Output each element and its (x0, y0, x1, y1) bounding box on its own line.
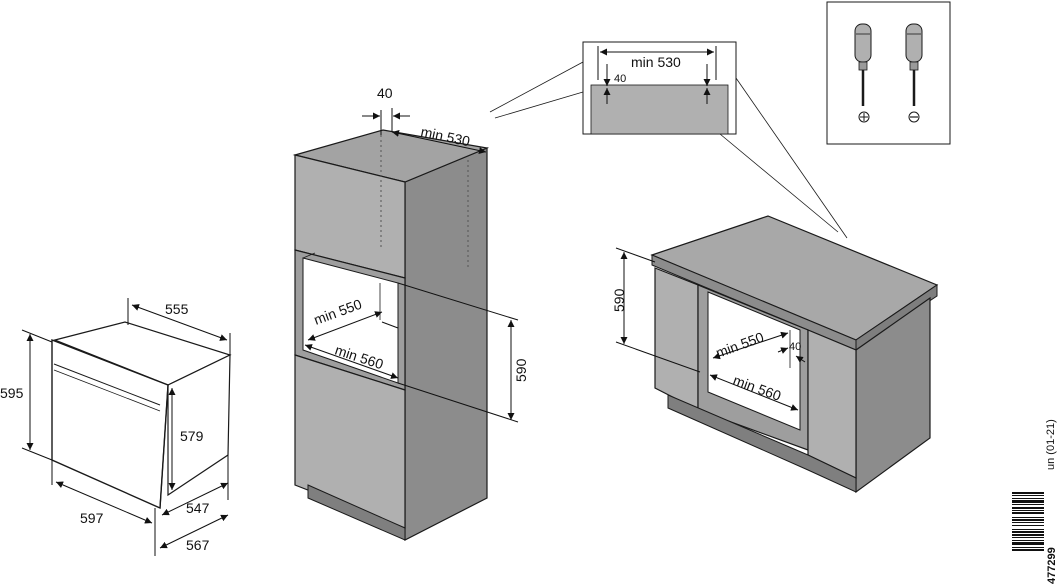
oven-control-strip (53, 363, 161, 406)
barcode-bar (1012, 507, 1044, 509)
dim-front-width: 597 (80, 510, 104, 526)
tall-cabinet (292, 129, 490, 541)
barcode-bar (1012, 522, 1044, 523)
barcode-bar (1012, 549, 1044, 551)
barcode-bar (1012, 537, 1044, 538)
barcode-bar (1012, 519, 1044, 521)
dim-body-depth: 547 (186, 500, 210, 516)
barcode-bar (1012, 500, 1044, 503)
base-cabinet-left-door (654, 267, 699, 411)
dim-base-gap: 40 (789, 341, 801, 353)
flat-screwdriver-icon (905, 23, 923, 123)
barcode-bar (1012, 525, 1044, 526)
dim-door-height: 579 (180, 428, 204, 444)
base-cabinet-plinth (667, 394, 857, 493)
tools-box (826, 1, 951, 145)
barcode-bar (1012, 531, 1044, 533)
barcode-bar (1012, 517, 1044, 518)
barcode-bar (1012, 498, 1044, 499)
dim-appliance-width: 555 (165, 301, 189, 317)
dim-vent-gap: 40 (377, 85, 393, 101)
barcode-bar (1012, 492, 1044, 494)
barcode-bar (1012, 547, 1044, 548)
base-cabinet-right-door (807, 329, 857, 479)
dim-appliance-height: 595 (0, 385, 24, 401)
barcode (1012, 492, 1044, 551)
dim-niche-height: 590 (513, 358, 529, 382)
doc-code: un (01-21) (1045, 419, 1057, 470)
barcode-bar (1012, 529, 1044, 530)
barcode-bar (1012, 504, 1044, 505)
dim-total-depth: 567 (186, 537, 210, 553)
barcode-bar (1012, 540, 1044, 541)
oven-appliance (51, 321, 232, 510)
dim-base-niche-height: 590 (611, 288, 627, 312)
base-cabinet (650, 215, 939, 494)
tools-box-frame (826, 1, 951, 145)
barcode-bar (1012, 512, 1044, 514)
tall-cabinet-plinth (307, 484, 406, 541)
barcode-bar (1012, 534, 1044, 536)
barcode-bar (1012, 510, 1044, 511)
detail-dim-gap: 40 (614, 73, 626, 85)
barcode-bar (1012, 542, 1044, 545)
detail-dim-width: min 530 (631, 54, 681, 70)
detail-inset: min 530 40 (582, 41, 737, 135)
barcode-bar (1012, 495, 1044, 496)
phillips-screwdriver-icon (854, 23, 872, 123)
tall-cabinet-side (404, 147, 488, 541)
barcode-number: 477299 (1046, 547, 1058, 584)
